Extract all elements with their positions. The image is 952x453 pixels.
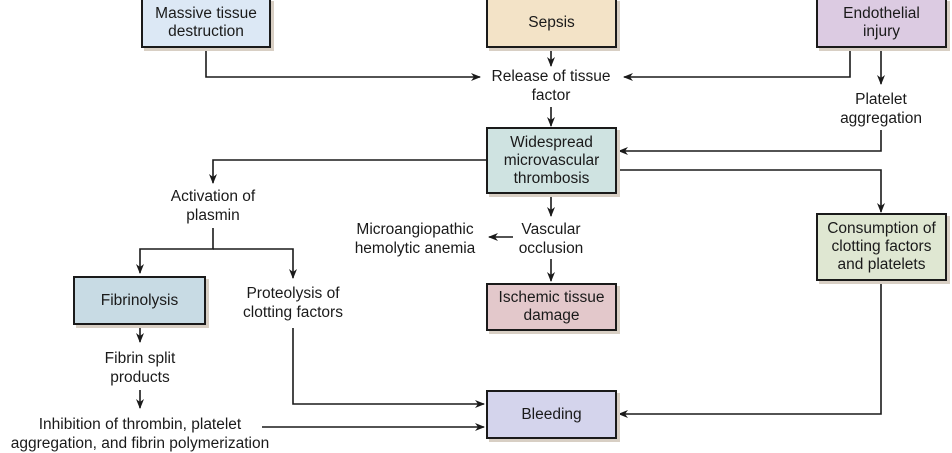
box-widespread-thrombosis: Widespread microvascular thrombosis — [486, 127, 617, 194]
box-widespread-thrombosis-text: Widespread microvascular thrombosis — [503, 133, 600, 187]
box-fibrinolysis-text: Fibrinolysis — [100, 291, 179, 309]
box-endothelial-injury: Endothelial injury — [816, 0, 947, 48]
edge-plasmin-to-proteolysis — [213, 248, 297, 279]
box-ischemic-tissue-damage: Ischemic tissue damage — [486, 283, 617, 331]
box-bleeding-text: Bleeding — [521, 405, 582, 423]
edge-platelet-to-thrombosis — [618, 130, 882, 155]
edge-plasmin-branch — [136, 228, 214, 274]
box-fibrinolysis: Fibrinolysis — [73, 276, 206, 325]
label-activation-of-plasmin: Activation of plasmin — [170, 188, 256, 224]
box-endothelial-injury-text: Endothelial injury — [843, 5, 920, 40]
edge-endothelial-to-tissue-factor — [623, 48, 851, 81]
box-sepsis: Sepsis — [486, 0, 617, 48]
label-platelet-aggregation: Platelet aggregation — [840, 91, 922, 127]
box-ischemic-tissue-damage-text: Ischemic tissue damage — [498, 289, 605, 324]
edge-thrombosis-to-consumption — [616, 169, 885, 213]
label-inhibition: Inhibition of thrombin, platelet aggrega… — [10, 416, 270, 452]
label-fibrin-split-products: Fibrin split products — [104, 350, 176, 386]
label-proteolysis: Proteolysis of clotting factors — [243, 285, 343, 321]
label-microangiopathic-anemia: Microangiopathic hemolytic anemia — [354, 221, 476, 257]
edge-thrombosis-to-plasmin — [209, 159, 486, 184]
box-massive-tissue-destruction-text: Massive tissue destruction — [155, 5, 257, 40]
edge-consumption-to-bleeding — [618, 281, 882, 418]
label-release-tissue-factor: Release of tissue factor — [491, 68, 611, 104]
box-massive-tissue-destruction: Massive tissue destruction — [141, 0, 271, 48]
edge-massive-to-tissue-factor — [205, 48, 481, 81]
label-vascular-occlusion: Vascular occlusion — [518, 221, 584, 257]
box-sepsis-text: Sepsis — [528, 14, 575, 31]
edge-proteolysis-to-bleeding — [292, 328, 485, 408]
box-consumption: Consumption of clotting factors and plat… — [816, 213, 947, 281]
box-bleeding: Bleeding — [486, 390, 617, 439]
box-consumption-text: Consumption of clotting factors and plat… — [827, 220, 936, 273]
